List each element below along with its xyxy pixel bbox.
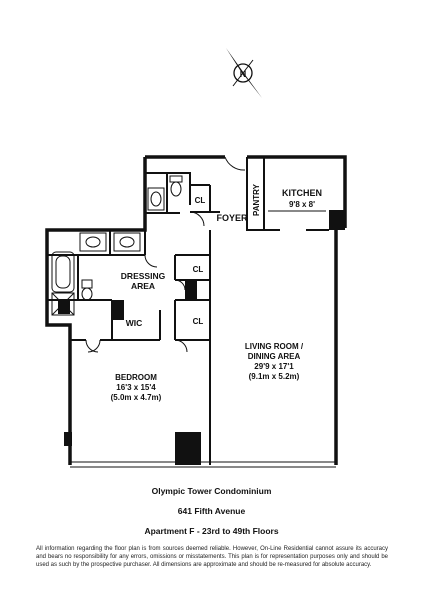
building-address: 641 Fifth Avenue — [177, 506, 246, 516]
pantry-label: PANTRY — [252, 183, 261, 216]
north-arrow-icon: N — [226, 48, 262, 98]
disclaimer: All information regarding the floor plan… — [36, 546, 388, 568]
windows — [70, 461, 336, 468]
closet-dressing-2-label: CL — [193, 317, 204, 326]
building-name: Olympic Tower Condominium — [151, 486, 272, 496]
room-labels: KITCHEN 9'8 x 8' PANTRY FOYER CL DRESSIN… — [111, 183, 322, 402]
apartment-line: Apartment F - 23rd to 49th Floors — [144, 526, 279, 536]
foyer-label: FOYER — [216, 213, 248, 223]
wic-label: WIC — [126, 318, 143, 328]
compass-north-label: N — [240, 69, 247, 79]
kitchen-size: 9'8 x 8' — [289, 200, 315, 209]
dressing-label-2: AREA — [131, 281, 155, 291]
closet-dressing-1-label: CL — [193, 265, 204, 274]
bedroom-size: 16'3 x 15'4 — [116, 383, 156, 392]
living-size-metric: (9.1m x 5.2m) — [249, 372, 300, 381]
living-label-2: DINING AREA — [248, 352, 301, 361]
living-size: 29'9 x 17'1 — [254, 362, 294, 371]
columns — [58, 210, 345, 465]
bedroom-size-metric: (5.0m x 4.7m) — [111, 393, 162, 402]
interior-walls — [47, 157, 329, 465]
bedroom-label: BEDROOM — [115, 373, 157, 382]
closet-foyer-label: CL — [195, 196, 206, 205]
fixtures — [51, 156, 326, 353]
dressing-label-1: DRESSING — [121, 271, 166, 281]
living-label-1: LIVING ROOM / — [245, 342, 304, 351]
kitchen-label: KITCHEN — [282, 188, 322, 198]
